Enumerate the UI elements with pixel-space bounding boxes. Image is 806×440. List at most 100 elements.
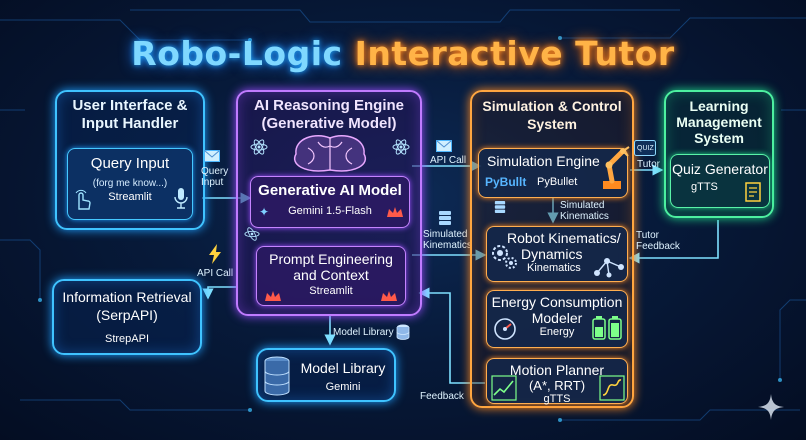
generative-ai-model-box[interactable]: Generative AI Model Gemini 1.5-Flash ✦ (250, 176, 410, 228)
brain-icon (293, 134, 367, 172)
sim-kin-line-1: Simulated (423, 229, 468, 240)
atom-icon (250, 139, 268, 155)
sim-engine-tech: PyBullet (537, 176, 578, 188)
energy-consumption-box[interactable]: Energy Consumption Modeler Energy (486, 290, 628, 348)
prompt-title-2: and Context (293, 267, 369, 283)
atom-icon (392, 139, 410, 155)
ui-header-line-2: Input Handler (81, 115, 179, 132)
route-chart-icon (599, 375, 625, 401)
query-input-box[interactable]: Query Input (forg me know...) Streamlit (67, 148, 193, 220)
tutor-feedback-label: Tutor Feedback (636, 230, 680, 252)
motion-title-1: Motion Planner (509, 362, 605, 378)
ai-reasoning-engine-panel: AI Reasoning Engine (Generative Model) G… (236, 90, 422, 316)
info-retrieval-tech: StrepAPI (104, 333, 150, 345)
robot-arm-icon (603, 146, 630, 189)
sim-kin-inner-line-2: Kinematics (560, 211, 609, 222)
quiz-generator-box[interactable]: Quiz Generator gTTS (670, 154, 770, 208)
simulated-kinematics-label: Simulated Kinematics (423, 229, 472, 251)
arrow-tutor-feedback (628, 220, 719, 264)
sim-header-line-2: System (527, 116, 577, 132)
tutor-feedback-line-2: Feedback (636, 241, 680, 252)
tutor-feedback-line-1: Tutor (636, 230, 659, 241)
prompt-engineering-box[interactable]: Prompt Engineering and Context Streamlit (256, 246, 406, 306)
query-connector-line-1: Query (201, 166, 229, 177)
user-interface-panel: User Interface & Input Handler Query Inp… (55, 90, 205, 230)
battery-icon (592, 316, 622, 340)
model-library-tech: Gemini (325, 381, 361, 393)
simulated-kinematics-inner-label: Simulated Kinematics (560, 200, 609, 222)
sim-kin-inner-line-1: Simulated (560, 200, 605, 211)
gears-icon (492, 245, 517, 269)
envelope-icon (204, 150, 220, 162)
robot-kinematics-box[interactable]: Robot Kinematics/ Dynamics Kinematics (486, 226, 628, 282)
prompt-tech: Streamlit (309, 285, 353, 297)
api-call-left-label: API Call (197, 268, 234, 279)
quiz-badge-text: QUIZ (637, 145, 654, 152)
prompt-title-1: Prompt Engineering (269, 251, 393, 267)
gauge-icon (494, 318, 516, 340)
ui-header-line-1: User Interface & (72, 97, 188, 114)
lightning-icon (209, 244, 221, 264)
sim-kin-line-2: Kinematics (423, 240, 472, 251)
info-retrieval-title-2: (SerpAPI) (96, 307, 158, 323)
sim-header-line-1: Simulation & Control (482, 98, 622, 114)
query-input-connector-label: Query Input (201, 166, 228, 188)
title-part-1: Robo-Logic (131, 34, 343, 73)
kin-tech: Kinematics (527, 262, 581, 274)
model-library-title: Model Library (300, 360, 386, 376)
ai-header-line-2: (Generative Model) (261, 115, 397, 132)
gen-model-title: Generative AI Model (258, 182, 402, 199)
information-retrieval-panel: Information Retrieval (SerpAPI) StrepAPI (52, 279, 202, 355)
gen-model-tech: Gemini 1.5-Flash (288, 205, 372, 217)
lms-header-line-3: System (694, 130, 744, 146)
simulation-engine-box[interactable]: Simulation Engine PyBullt PyBullet (478, 146, 630, 198)
energy-title-1: Energy Consumption (491, 294, 623, 310)
model-library-connector-label: Model Library (333, 327, 394, 338)
simulation-control-panel: Simulation & Control System Simulation E… (470, 90, 634, 408)
scroll-document-icon (745, 182, 761, 202)
feedback-label: Feedback (420, 391, 464, 402)
query-input-example: (forg me know...) (92, 178, 168, 189)
motion-tech: gTTS (543, 393, 571, 405)
api-call-right-label: API Call (430, 155, 467, 166)
arrow-feedback (418, 287, 485, 384)
crown-logo-icon (387, 207, 403, 217)
kin-title-1: Robot Kinematics/ (507, 230, 621, 246)
query-input-tech: Streamlit (108, 191, 152, 203)
quiz-title: Quiz Generator (672, 161, 768, 177)
query-input-title: Query Input (90, 155, 170, 172)
energy-title-2: Modeler (531, 310, 583, 326)
crown-logo-icon (265, 291, 281, 301)
pybullet-logo: PyBullt (485, 175, 527, 189)
document-stack-icon (439, 211, 451, 225)
motion-planner-box[interactable]: Motion Planner (A*, RRT) gTTS (486, 358, 628, 405)
learning-management-panel: Learning Management System Quiz Generato… (664, 90, 774, 218)
hand-pointer-icon (75, 189, 91, 210)
envelope-icon (436, 140, 452, 152)
arrow-api-call-left (202, 286, 238, 300)
database-stack-icon (264, 356, 290, 396)
crown-logo-icon (381, 291, 397, 301)
info-retrieval-title-1: Information Retrieval (62, 289, 192, 305)
document-stack-icon (494, 201, 506, 213)
sparkle-icon (758, 394, 784, 420)
kin-title-2: Dynamics (521, 246, 583, 262)
sim-engine-title: Simulation Engine (487, 153, 600, 169)
ai-header-line-1: AI Reasoning Engine (253, 97, 404, 114)
model-library-panel: Model Library Gemini (256, 348, 396, 402)
motion-title-2: (A*, RRT) (528, 378, 586, 393)
quiz-tech: gTTS (691, 181, 718, 193)
lms-header-line-2: Management (676, 114, 762, 130)
atom-icon (244, 227, 260, 241)
page-title: Robo-Logic Interactive Tutor (0, 34, 806, 73)
path-chart-icon (491, 375, 517, 401)
database-icon (396, 324, 410, 340)
quiz-badge-icon (634, 140, 656, 156)
energy-tech: Energy (539, 326, 575, 338)
sparkle-icon: ✦ (259, 205, 270, 219)
network-nodes-icon (594, 258, 624, 278)
tutor-label: Tutor (637, 159, 660, 170)
query-connector-line-2: Input (201, 177, 224, 188)
microphone-icon (174, 188, 188, 209)
